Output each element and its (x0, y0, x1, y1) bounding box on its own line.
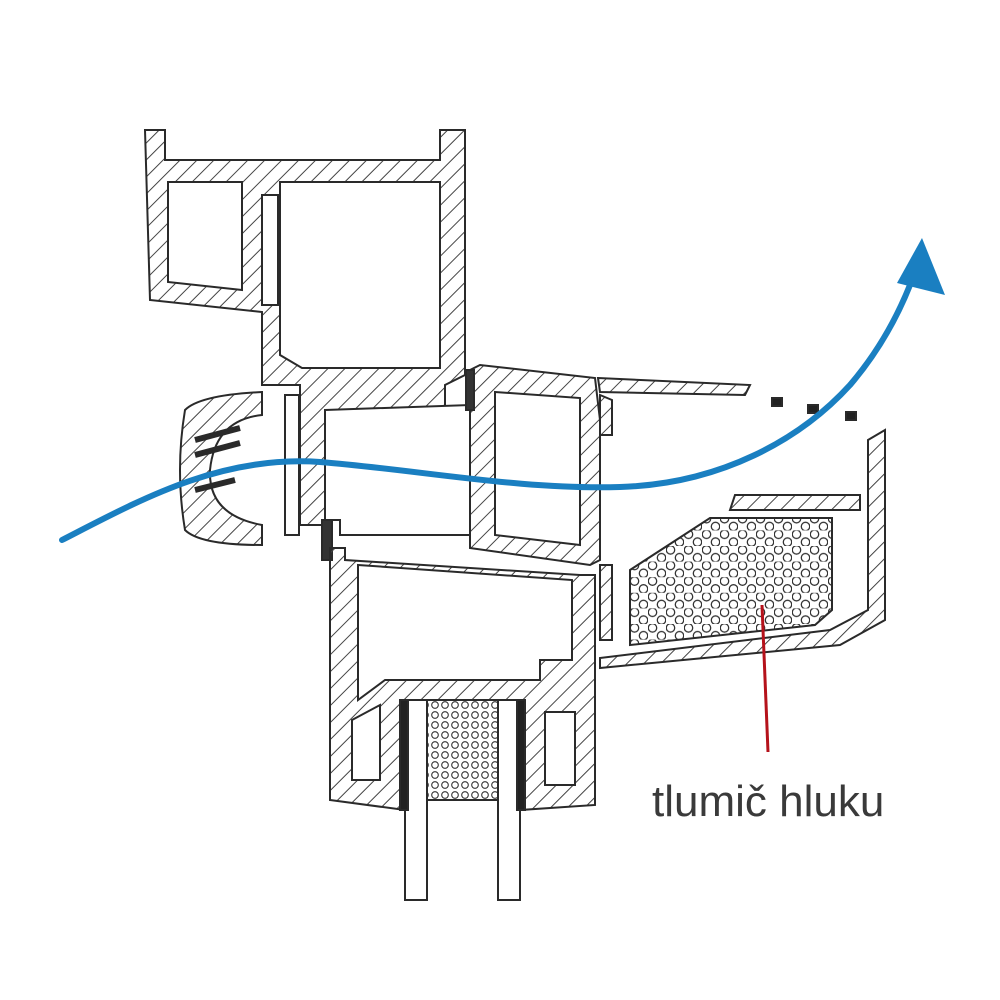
airflow-arrow (59, 238, 945, 543)
exterior-hood (596, 376, 886, 670)
callout-leader-line (760, 604, 770, 753)
glazing-unit (399, 699, 526, 901)
noise-silencer (629, 517, 833, 647)
silencer-callout-label: tlumič hluku (652, 777, 885, 826)
lower-frame-profile (329, 547, 596, 812)
upper-sash-profile (143, 129, 466, 536)
interior-vent-grille (179, 390, 263, 547)
